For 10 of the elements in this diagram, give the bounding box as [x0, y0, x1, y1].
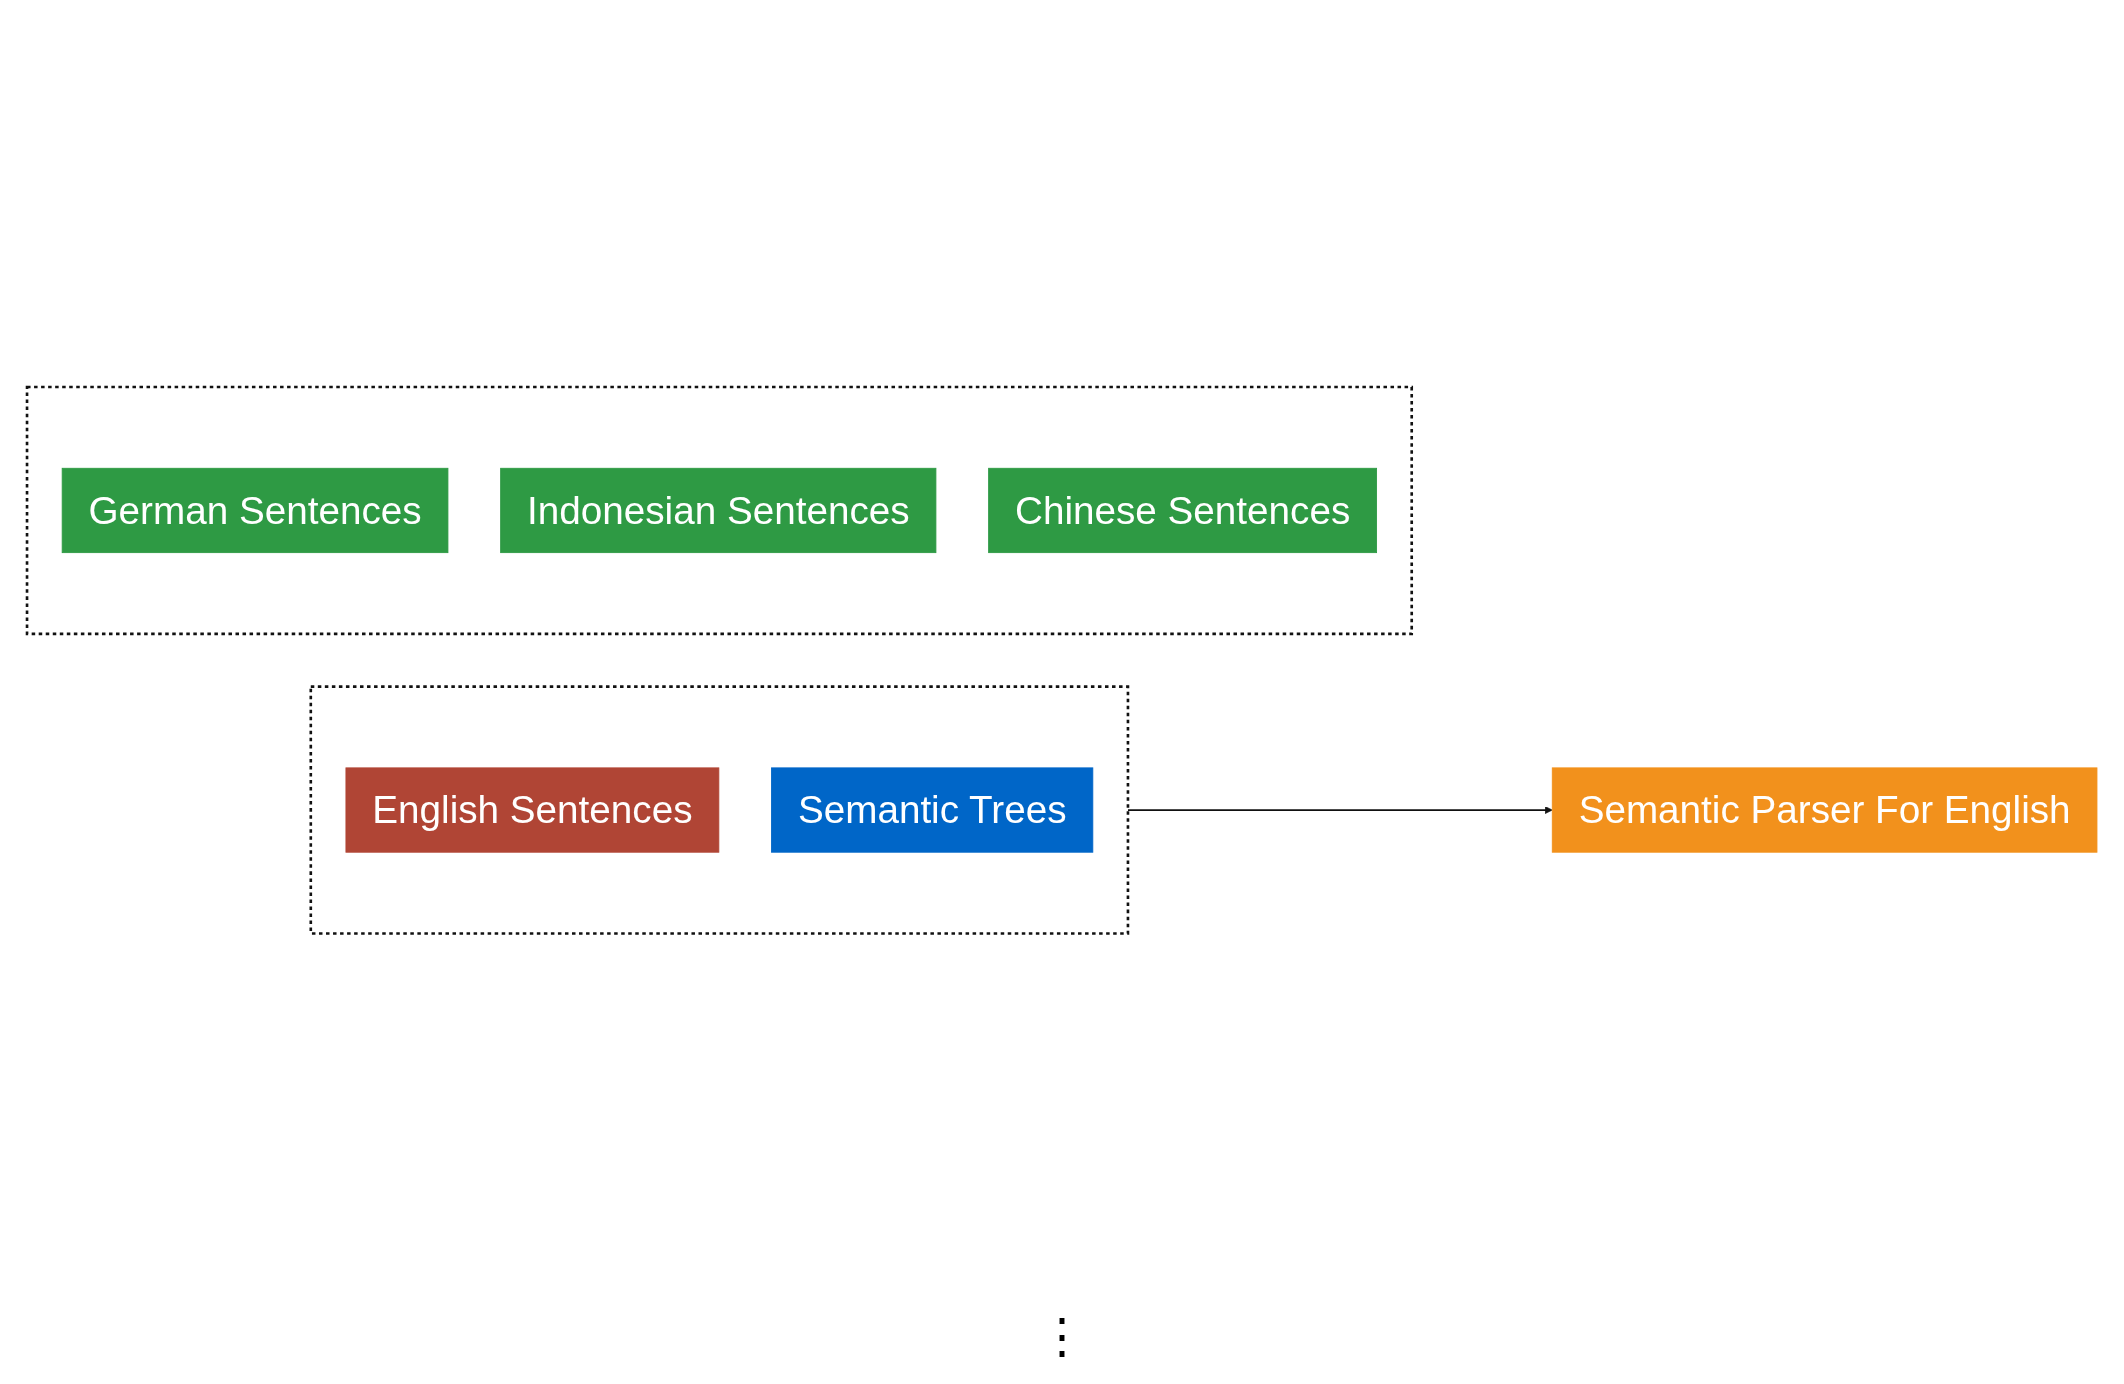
- node-box: English Sentences: [345, 767, 720, 853]
- node-box: Chinese Sentences: [988, 467, 1377, 553]
- node-box: German Sentences: [61, 467, 449, 553]
- ellipsis-mark: ⋮: [1037, 1309, 1087, 1364]
- cluster: [309, 685, 1130, 935]
- arrow: [1127, 805, 1553, 814]
- node-box: Semantic Parser For English: [1551, 767, 2098, 853]
- node-box: Semantic Trees: [771, 767, 1094, 853]
- node-box: Indonesian Sentences: [500, 467, 937, 553]
- cluster: [25, 385, 1414, 635]
